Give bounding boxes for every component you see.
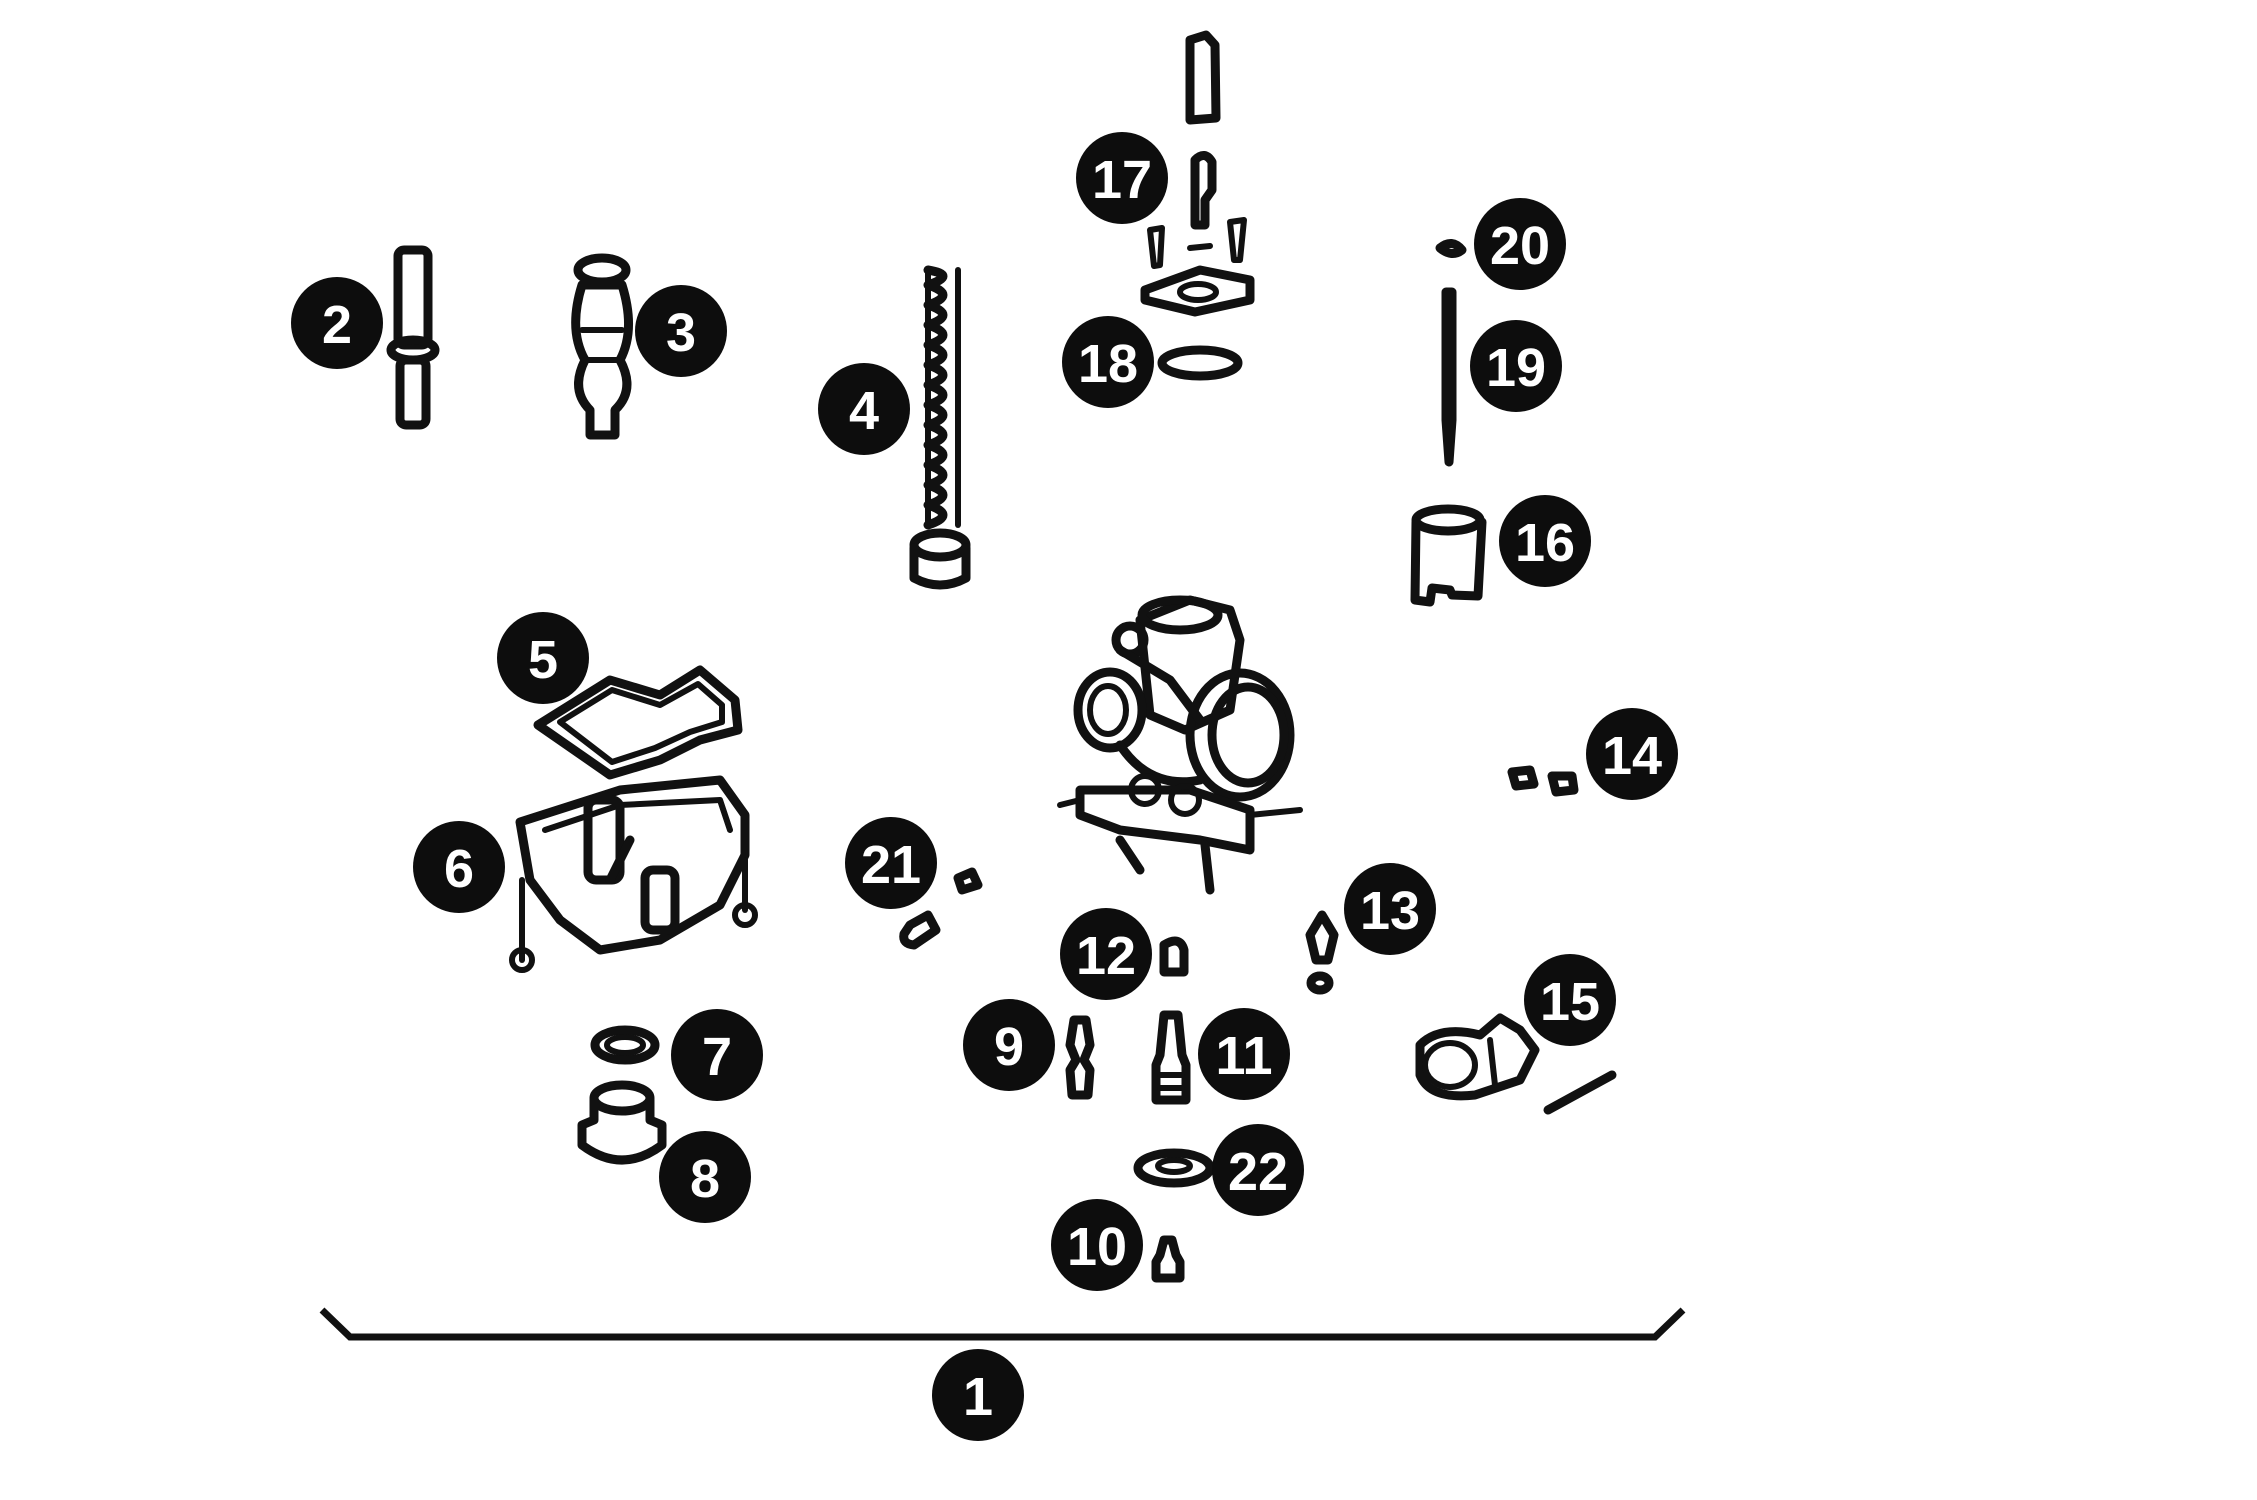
part-12-drawing (1159, 936, 1189, 977)
callout-17: 17 (1076, 132, 1168, 224)
callout-label-17: 17 (1092, 150, 1152, 210)
callout-label-2: 2 (322, 295, 352, 355)
part-13-drawing (1305, 910, 1339, 995)
callout-label-6: 6 (444, 839, 474, 899)
callout-label-21: 21 (861, 835, 921, 895)
part-14-drawing (1507, 765, 1579, 797)
part-19-drawing (1441, 287, 1457, 467)
part-5-drawing (533, 665, 743, 780)
part-7-drawing (590, 1025, 660, 1065)
part-6-drawing (509, 775, 758, 973)
part-3-drawing (571, 253, 634, 440)
callout-18: 18 (1062, 316, 1154, 408)
callout-14: 14 (1586, 708, 1678, 800)
callout-label-5: 5 (528, 630, 558, 690)
callout-19: 19 (1470, 320, 1562, 412)
part-8-drawing (577, 1080, 667, 1165)
callout-label-16: 16 (1515, 513, 1575, 573)
callout-6: 6 (413, 821, 505, 913)
part-2-drawing (386, 245, 440, 430)
callout-label-7: 7 (702, 1027, 732, 1087)
part-16-drawing (1410, 504, 1487, 607)
callout-5: 5 (497, 612, 589, 704)
callout-15: 15 (1524, 954, 1616, 1046)
part-18-drawing (1157, 345, 1243, 381)
callout-21: 21 (845, 817, 937, 909)
callout-11: 11 (1198, 1008, 1290, 1100)
callout-label-12: 12 (1076, 926, 1136, 986)
part-4-drawing (909, 265, 971, 590)
part-22-drawing (1133, 1148, 1215, 1188)
callout-2: 2 (291, 277, 383, 369)
callout-3: 3 (635, 285, 727, 377)
callout-label-20: 20 (1490, 216, 1550, 276)
part-21-drawing (899, 867, 983, 950)
part-17-drawing (1140, 30, 1255, 317)
callout-9: 9 (963, 999, 1055, 1091)
part-11-drawing (1151, 1010, 1191, 1105)
callout-12: 12 (1060, 908, 1152, 1000)
callout-label-9: 9 (994, 1017, 1024, 1077)
callout-label-22: 22 (1228, 1142, 1288, 1202)
part-15-drawing (1415, 1013, 1617, 1115)
callout-22: 22 (1212, 1124, 1304, 1216)
callout-label-10: 10 (1067, 1217, 1127, 1277)
callout-8: 8 (659, 1131, 751, 1223)
part-10-drawing (1151, 1235, 1185, 1283)
callout-label-13: 13 (1360, 881, 1420, 941)
callout-label-8: 8 (690, 1149, 720, 1209)
callout-1: 1 (932, 1349, 1024, 1441)
callout-13: 13 (1344, 863, 1436, 955)
callout-label-1: 1 (963, 1367, 993, 1427)
part-20-drawing (1435, 239, 1467, 258)
callout-label-11: 11 (1215, 1026, 1272, 1086)
assembly-bracket (319, 1307, 1686, 1341)
callout-label-3: 3 (666, 303, 696, 363)
carburetor-body-drawing (1057, 595, 1303, 895)
callout-label-14: 14 (1602, 726, 1662, 786)
callout-label-4: 4 (849, 381, 879, 441)
callout-label-19: 19 (1486, 338, 1546, 398)
callout-7: 7 (671, 1009, 763, 1101)
callout-4: 4 (818, 363, 910, 455)
callout-16: 16 (1499, 495, 1591, 587)
callout-20: 20 (1474, 198, 1566, 290)
part-9-drawing (1065, 1015, 1095, 1100)
callout-label-18: 18 (1078, 334, 1138, 394)
callout-label-15: 15 (1540, 972, 1600, 1032)
callout-10: 10 (1051, 1199, 1143, 1291)
